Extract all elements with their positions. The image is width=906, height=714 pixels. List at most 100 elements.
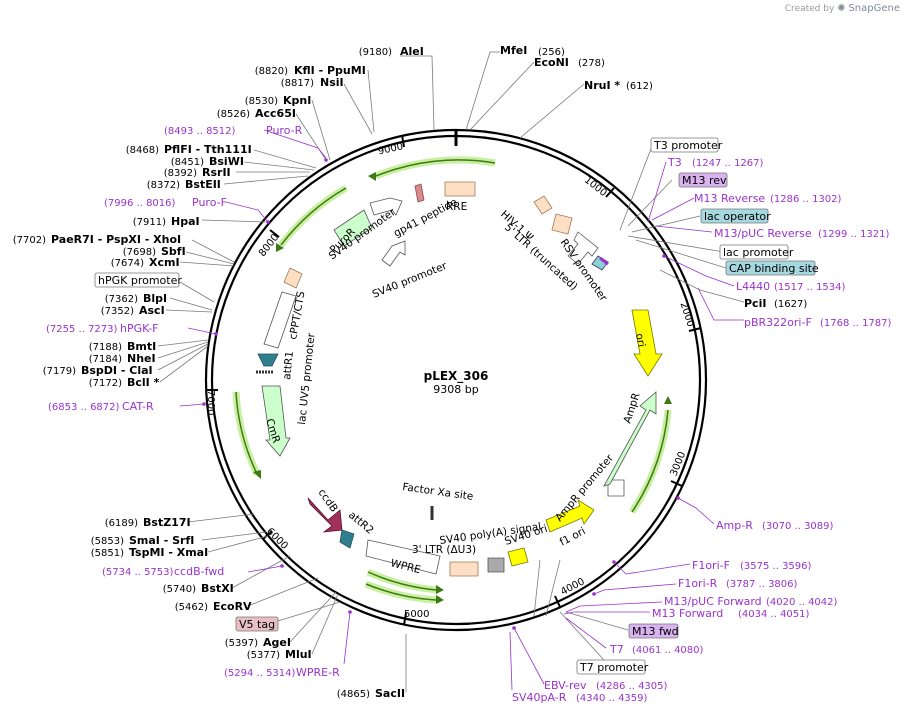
- feature-ori: [631, 309, 663, 377]
- lead-pbr322ori-f: [697, 287, 744, 321]
- primer-range-cat-r: (6853 .. 6872): [48, 402, 120, 413]
- feature-shapes: [256, 181, 663, 577]
- label-sv40-promoter-2: SV40 promoter: [371, 260, 450, 301]
- site-name-hpai: HpaI: [171, 215, 200, 228]
- primer-labels: (8493 .. 8512) Puro-R (7996 .. 8016) Pur…: [46, 124, 892, 704]
- tick-label-2000: 2000: [678, 301, 696, 329]
- site-name-rsrii: RsrII: [202, 166, 231, 179]
- lead-kfli: [367, 69, 375, 133]
- site-pos-xcmi: (7674): [111, 258, 144, 269]
- site-name-bsteii: BstEII: [185, 178, 221, 191]
- orf-arc-5: [365, 583, 437, 601]
- primer-range-t3: (1247 .. 1267): [692, 158, 764, 169]
- site-pos-nhei: (7184): [89, 354, 122, 365]
- site-pos-bsteii: (8372): [147, 180, 180, 191]
- feature-sv40-promoter-1: [369, 197, 403, 216]
- box-m13-rev: [678, 172, 728, 188]
- tick-4000: [554, 595, 561, 608]
- site-pos-mlui: (5377): [247, 650, 280, 661]
- primer-marker-9: [612, 560, 616, 564]
- feature-attr1: [257, 353, 279, 367]
- site-pos-kfli: (8820): [255, 66, 288, 77]
- site-name-nrui: NruI *: [584, 79, 620, 92]
- primer-name-t7: T7: [609, 643, 624, 656]
- lead-mfei: [465, 51, 500, 131]
- lead-ecorv: [247, 577, 319, 607]
- primer-range-m13-reverse: (1286 .. 1302): [770, 194, 842, 205]
- site-pos-xhoi: (7702): [13, 235, 46, 246]
- tick-1000: [605, 187, 615, 198]
- lead-pcii: [659, 269, 745, 303]
- lead-m13-reverse: [651, 197, 695, 221]
- primer-name-ebv-rev: EBV-rev: [544, 679, 587, 692]
- site-name-xmai: TspMI - XmaI: [129, 546, 208, 559]
- primer-range-puro-f: (7996 .. 8016): [104, 198, 176, 209]
- orf-arrowhead-5: [436, 595, 444, 604]
- site-pos-nrui: (612): [626, 81, 653, 92]
- site-pos-pflfi: (8468): [126, 145, 159, 156]
- primer-name-m13puc-forward: M13/pUC Forward: [664, 595, 762, 608]
- site-pos-rsrii: (8392): [164, 168, 197, 179]
- lead-bcli: [159, 345, 209, 383]
- lead-v5tag: [267, 601, 341, 625]
- box-label-v5-tag: V5 tag: [239, 618, 275, 631]
- box-label-cap-binding-site: CAP binding site: [729, 262, 819, 275]
- lead-bsiwi: [243, 161, 315, 171]
- box-label-m13-fwd: M13 fwd: [632, 625, 679, 638]
- orf-arcs: [232, 156, 672, 604]
- tick-label-7000: 7000: [205, 390, 216, 415]
- tick-label-6000: 6000: [264, 526, 290, 552]
- site-pos-acc65i: (8526): [217, 109, 250, 120]
- lead-m13rev: [627, 179, 673, 227]
- site-name-sbfi: SbfI: [161, 245, 186, 258]
- feature-5ltr: [551, 213, 573, 235]
- primer-name-sv40pa-r: SV40pA-R: [512, 691, 567, 704]
- orf-arc-puror-halo: [374, 156, 496, 180]
- label-factor-xa: Factor Xa site: [402, 481, 474, 503]
- lead-nrui: [519, 83, 585, 139]
- lead-lacpromoter: [627, 235, 725, 253]
- feature-ampr: [603, 391, 657, 487]
- box-cap-binding-site: [725, 260, 816, 276]
- snapgene-logo-icon: ✺: [837, 3, 846, 14]
- box-t3-promoter: [650, 137, 719, 153]
- lead-agei: [289, 591, 337, 643]
- feature-cpptcts: [283, 267, 303, 289]
- site-pos-econi: (278): [578, 58, 605, 69]
- orf-arrowhead-2: [276, 243, 284, 252]
- lead-f1ori-f: [613, 561, 691, 575]
- lead-sv40-ori-line: [545, 559, 561, 617]
- site-pos-nsii: (8817): [281, 78, 314, 89]
- primer-range-ccdb-fwd: (5734 .. 5753): [102, 567, 174, 578]
- tick-3000: [670, 480, 683, 487]
- lead-alei: [400, 55, 435, 131]
- site-name-acc65i: Acc65I: [255, 107, 296, 120]
- orf-arrowhead-6: [664, 396, 672, 404]
- lead-mlui: [311, 593, 339, 655]
- lead-smai: [201, 531, 267, 541]
- primer-name-hpgk-f: hPGK-F: [120, 322, 158, 335]
- feature-3ltr: [449, 561, 479, 577]
- site-name-ecorv: EcoRV: [213, 600, 252, 613]
- feature-hiv-psi: [533, 195, 553, 215]
- primer-name-pbr322ori-f: pBR322ori-F: [744, 316, 812, 329]
- primer-range-sv40pa-r: (4340 .. 4359): [576, 693, 648, 704]
- primer-marker-6: [348, 610, 352, 614]
- primer-name-f1ori-f: F1ori-F: [692, 559, 730, 572]
- primer-name-m13-reverse: M13 Reverse: [694, 192, 765, 205]
- feature-sv40-ori: [507, 547, 529, 567]
- site-name-agei: AgeI: [263, 636, 291, 649]
- lead-capsite: [635, 239, 727, 269]
- leader-lines: [157, 51, 745, 692]
- box-lac-promoter: [719, 244, 789, 260]
- feature-sv40-promoter-2: [381, 240, 406, 267]
- lead-acc65i: [295, 113, 327, 161]
- lead-kpni: [311, 99, 331, 161]
- feature-puror: [333, 209, 373, 247]
- site-name-bstz17i: BstZ17I: [143, 516, 191, 529]
- lead-bstz17i: [187, 513, 255, 523]
- box-label-t7-promoter: T7 promoter: [579, 661, 649, 674]
- site-pos-blpi: (7362): [105, 294, 138, 305]
- orf-arrowhead-1: [368, 172, 376, 181]
- lead-t7: [565, 617, 607, 649]
